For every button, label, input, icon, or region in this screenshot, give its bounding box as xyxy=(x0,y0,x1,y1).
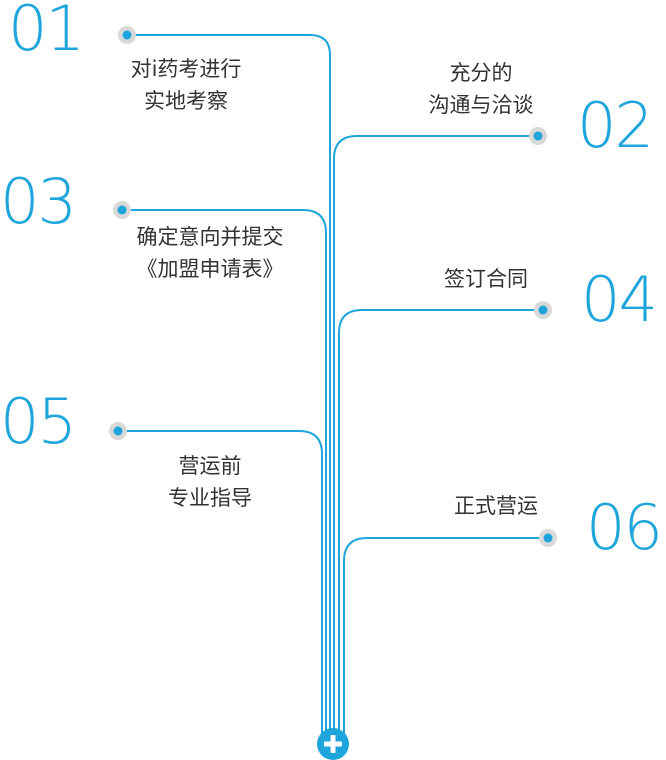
step-label-01: 对i药考进行 实地考察 xyxy=(111,53,261,117)
step-number-06: 06 xyxy=(586,491,663,564)
step-dot-03 xyxy=(113,201,131,219)
step-label-02-line-1: 充分的 xyxy=(449,61,513,85)
step-number-04: 04 xyxy=(581,263,658,336)
step-label-04: 签订合同 xyxy=(426,263,546,295)
step-dot-01 xyxy=(118,26,136,44)
step-dots xyxy=(109,26,557,547)
branch-line-01 xyxy=(127,34,331,740)
step-number-01: 01 xyxy=(8,0,85,65)
step-label-02: 充分的 沟通与洽谈 xyxy=(406,57,556,121)
step-number-05: 05 xyxy=(0,385,77,458)
step-dot-06 xyxy=(539,529,557,547)
step-label-06: 正式营运 xyxy=(436,490,556,522)
step-dot-04 xyxy=(534,301,552,319)
plus-circle-icon xyxy=(317,728,349,760)
step-label-05-line-2: 专业指导 xyxy=(168,486,252,510)
step-label-06-line-1: 正式营运 xyxy=(454,494,538,518)
step-label-05-line-1: 营运前 xyxy=(178,454,242,478)
step-label-02-line-2: 沟通与洽谈 xyxy=(428,93,534,117)
step-label-04-line-1: 签订合同 xyxy=(444,267,528,291)
step-label-05: 营运前 专业指导 xyxy=(135,450,285,514)
branch-line-03 xyxy=(122,209,327,740)
branch-lines xyxy=(118,34,548,740)
branch-line-05 xyxy=(118,430,323,740)
step-dot-02 xyxy=(529,127,547,145)
step-label-03-line-2: 《加盟申请表》 xyxy=(136,257,284,281)
step-label-03-line-1: 确定意向并提交 xyxy=(136,225,284,249)
step-number-03: 03 xyxy=(0,165,77,238)
step-label-01-line-1: 对i药考进行 xyxy=(130,57,242,81)
step-label-01-line-2: 实地考察 xyxy=(144,89,228,113)
branch-line-04 xyxy=(338,309,543,740)
step-dot-05 xyxy=(109,422,127,440)
branch-line-02 xyxy=(333,135,538,740)
branch-line-06 xyxy=(343,537,548,740)
step-number-02: 02 xyxy=(577,89,654,162)
step-label-03: 确定意向并提交 《加盟申请表》 xyxy=(112,221,308,285)
